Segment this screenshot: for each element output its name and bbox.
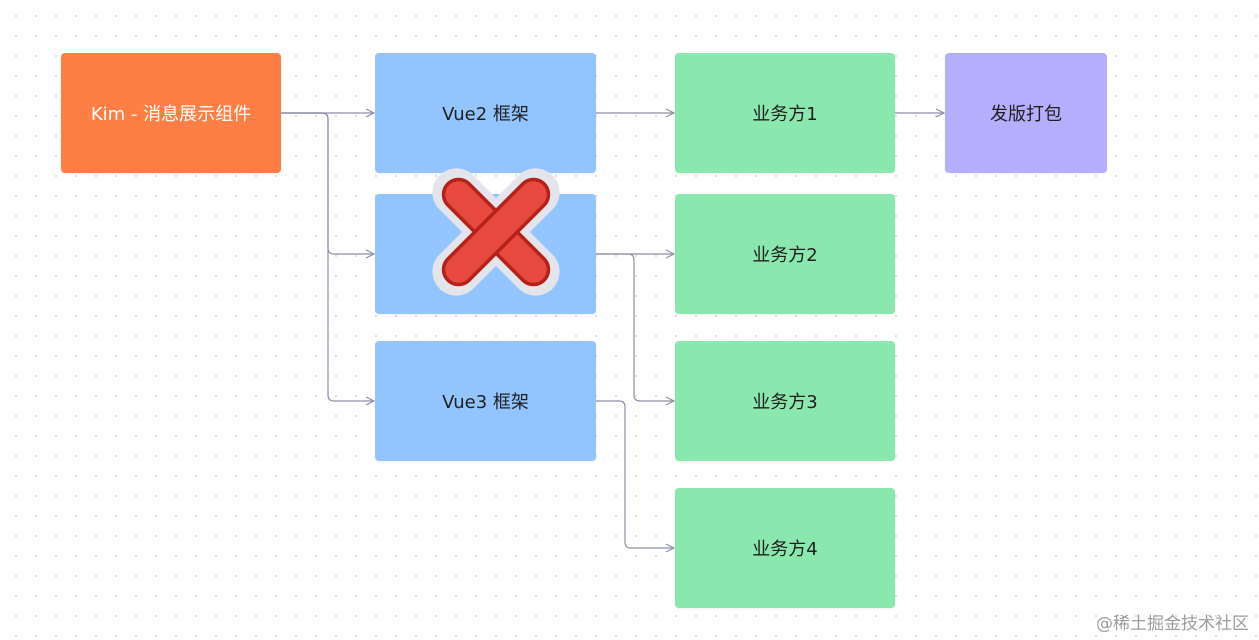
- node-source-label: Kim - 消息展示组件: [90, 104, 252, 125]
- edge-vue3-biz4: [596, 400, 674, 548]
- node-source[interactable]: Kim - 消息展示组件: [61, 53, 281, 173]
- node-biz4-label: 业务方4: [752, 539, 818, 560]
- node-biz1-label: 业务方1: [752, 104, 818, 125]
- node-vue2-label: Vue2 框架: [442, 104, 529, 125]
- node-biz1[interactable]: 业务方1: [675, 53, 895, 173]
- edge-source-vue3: [281, 112, 374, 401]
- node-biz3[interactable]: 业务方3: [675, 341, 895, 461]
- watermark: @稀土掘金技术社区: [1096, 614, 1249, 634]
- node-release[interactable]: 发版打包: [945, 53, 1107, 173]
- node-vue3-label: Vue3 框架: [442, 392, 529, 413]
- node-biz3-label: 业务方3: [752, 392, 818, 413]
- edge-middle-biz3: [596, 253, 674, 401]
- node-vue3[interactable]: Vue3 框架: [375, 341, 596, 461]
- node-vue2[interactable]: Vue2 框架: [375, 53, 596, 173]
- node-release-label: 发版打包: [990, 104, 1062, 125]
- node-biz2-label: 业务方2: [752, 245, 818, 266]
- node-biz4[interactable]: 业务方4: [675, 488, 895, 608]
- node-biz2[interactable]: 业务方2: [675, 194, 895, 314]
- red-cross-icon: [432, 168, 560, 296]
